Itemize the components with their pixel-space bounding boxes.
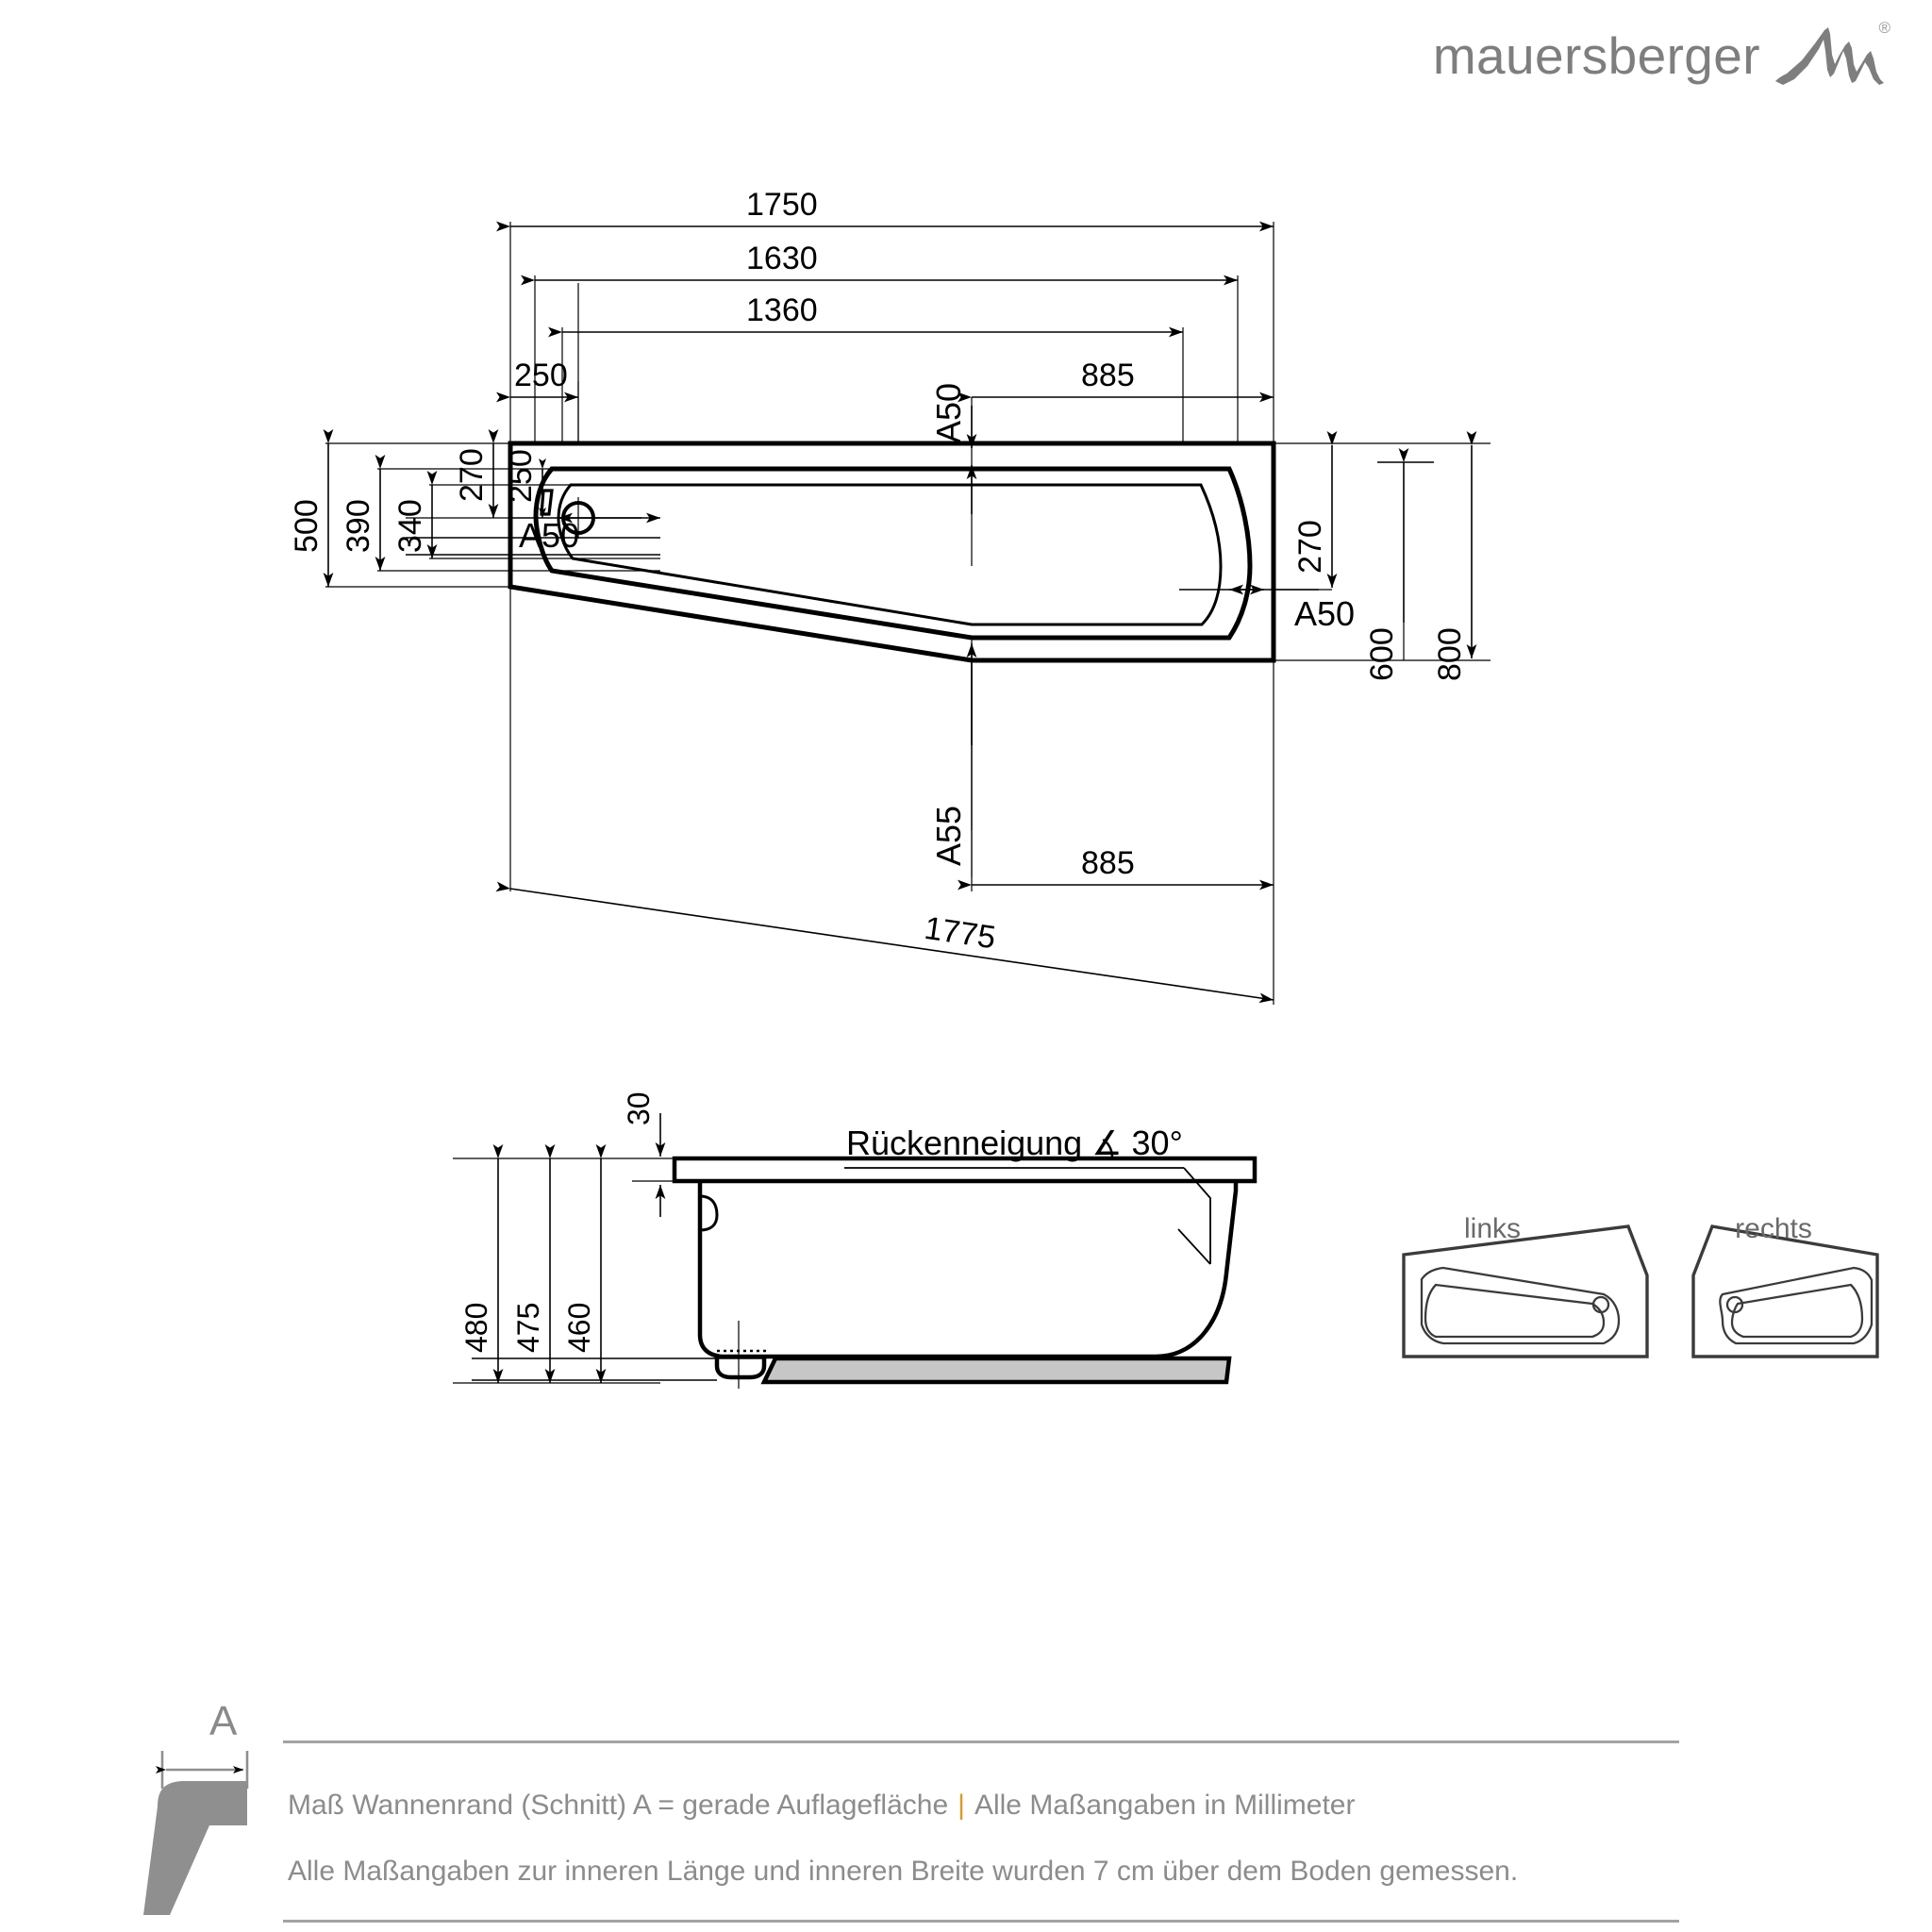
dimension-1630-label: 1630	[746, 241, 818, 276]
overflow-notch-icon	[540, 489, 554, 516]
dimension-340: 340	[392, 471, 438, 558]
plan-inner-basin	[557, 483, 1223, 626]
callout-a55-bottom-label: A55	[929, 806, 968, 866]
section-letter-a: A	[209, 1698, 238, 1744]
footer-separator: |	[958, 1790, 965, 1821]
dimension-250-top-label: 250	[514, 358, 568, 393]
dimension-30: 30	[622, 1091, 677, 1217]
footer-line1-part1: Maß Wannenrand (Schnitt) A = gerade Aufl…	[288, 1790, 949, 1821]
callout-a50-right: A50	[1179, 584, 1355, 633]
dimension-1775: 1775	[495, 881, 1274, 1004]
footer-rule-top	[283, 1740, 1679, 1743]
top-extension-lines	[509, 222, 1274, 443]
section-rim-slab	[672, 1156, 1257, 1184]
registered-trademark-icon: ®	[1878, 19, 1890, 37]
dimension-250-left-label: 250	[503, 449, 539, 503]
thumbnail-right-version: rechts	[1691, 1213, 1879, 1358]
section-floor-lines	[472, 1357, 766, 1381]
dimension-600: 600	[1364, 448, 1434, 681]
footer-line-2: Alle Maßangaben zur inneren Länge und in…	[288, 1856, 1519, 1887]
callout-a50-right-label: A50	[1294, 594, 1355, 633]
dimension-1775-label: 1775	[922, 910, 997, 957]
plan-inner-rim	[533, 466, 1253, 641]
plan-outer-outline	[508, 441, 1276, 663]
section-overflow-icon	[699, 1194, 719, 1232]
dimension-270-left-label: 270	[454, 448, 490, 502]
svg-text:Rückenneigung ∡ 30°: Rückenneigung ∡ 30°	[846, 1124, 1183, 1162]
right-extension-lines	[1274, 442, 1491, 661]
dimension-885-top-label: 885	[1081, 358, 1135, 393]
footer-rule-bottom	[283, 1920, 1679, 1923]
dimension-460: 460	[562, 1144, 607, 1383]
dimension-1750-label: 1750	[746, 187, 818, 223]
dimension-390-label: 390	[341, 499, 376, 553]
dimension-885-bottom: 885	[958, 845, 1274, 891]
dimension-270-right-label: 270	[1292, 520, 1328, 574]
brand-logo: mauersberger ®	[1432, 19, 1890, 89]
footer: Maß Wannenrand (Schnitt) A = gerade Aufl…	[0, 1740, 1932, 1929]
dimension-475: 475	[511, 1144, 556, 1383]
dimension-340-label: 340	[392, 499, 428, 553]
dimension-885-bottom-label: 885	[1081, 845, 1135, 881]
left-extension-lines	[325, 442, 660, 588]
callout-a50-left-label: A50	[519, 516, 579, 555]
dimension-800: 800	[1432, 431, 1477, 681]
section-tub-body	[697, 1181, 1239, 1359]
dimension-390: 390	[341, 455, 386, 571]
section-left-extension-lines	[453, 1158, 677, 1384]
dimension-500: 500	[289, 429, 334, 587]
back-slope-note: Rückenneigung ∡ 30°	[846, 1124, 1183, 1162]
dimension-480-label: 480	[459, 1303, 493, 1353]
dimension-800-label: 800	[1432, 627, 1468, 681]
bottom-extension-lines	[509, 587, 1274, 1005]
thumbnail-left-label: links	[1464, 1213, 1521, 1244]
callout-a50-top-label: A50	[929, 383, 968, 443]
dimension-270-left: 270	[406, 429, 510, 519]
footer-line-1: Maß Wannenrand (Schnitt) A = gerade Aufl…	[288, 1790, 1355, 1822]
dimension-500-label: 500	[289, 499, 325, 553]
dimension-460-label: 460	[562, 1303, 596, 1353]
drain-outlet-icon	[558, 283, 599, 539]
section-support-base	[760, 1356, 1232, 1385]
section-drain-trap-icon	[714, 1321, 767, 1389]
dimension-250-top: 250	[496, 358, 578, 403]
dimension-30-label: 30	[622, 1091, 656, 1125]
dimension-885-top: 885	[958, 358, 1274, 443]
dimension-1750: 1750	[496, 187, 1274, 232]
dimension-270-right: 270	[1292, 431, 1338, 588]
dimension-250-left: 250	[503, 449, 546, 518]
callout-a55-bottom: A55	[929, 638, 977, 877]
dimension-1630: 1630	[521, 241, 1238, 286]
dimension-1360-label: 1360	[746, 292, 818, 328]
callout-a50-left: A50	[406, 512, 660, 556]
mountain-brushstroke-icon: ®	[1774, 19, 1890, 89]
thumbnail-right-label: rechts	[1735, 1213, 1812, 1244]
dimension-480: 480	[459, 1144, 504, 1383]
dimension-475-label: 475	[511, 1303, 545, 1353]
back-slope-callout	[844, 1167, 1211, 1265]
brand-name: mauersberger	[1432, 26, 1760, 85]
callout-a50-top: A50	[929, 383, 977, 566]
footer-line1-part2: Alle Maßangaben in Millimeter	[974, 1790, 1356, 1821]
dimension-1360: 1360	[548, 292, 1183, 338]
dimension-600-label: 600	[1364, 627, 1400, 681]
thumbnail-left-version: links	[1402, 1213, 1649, 1358]
